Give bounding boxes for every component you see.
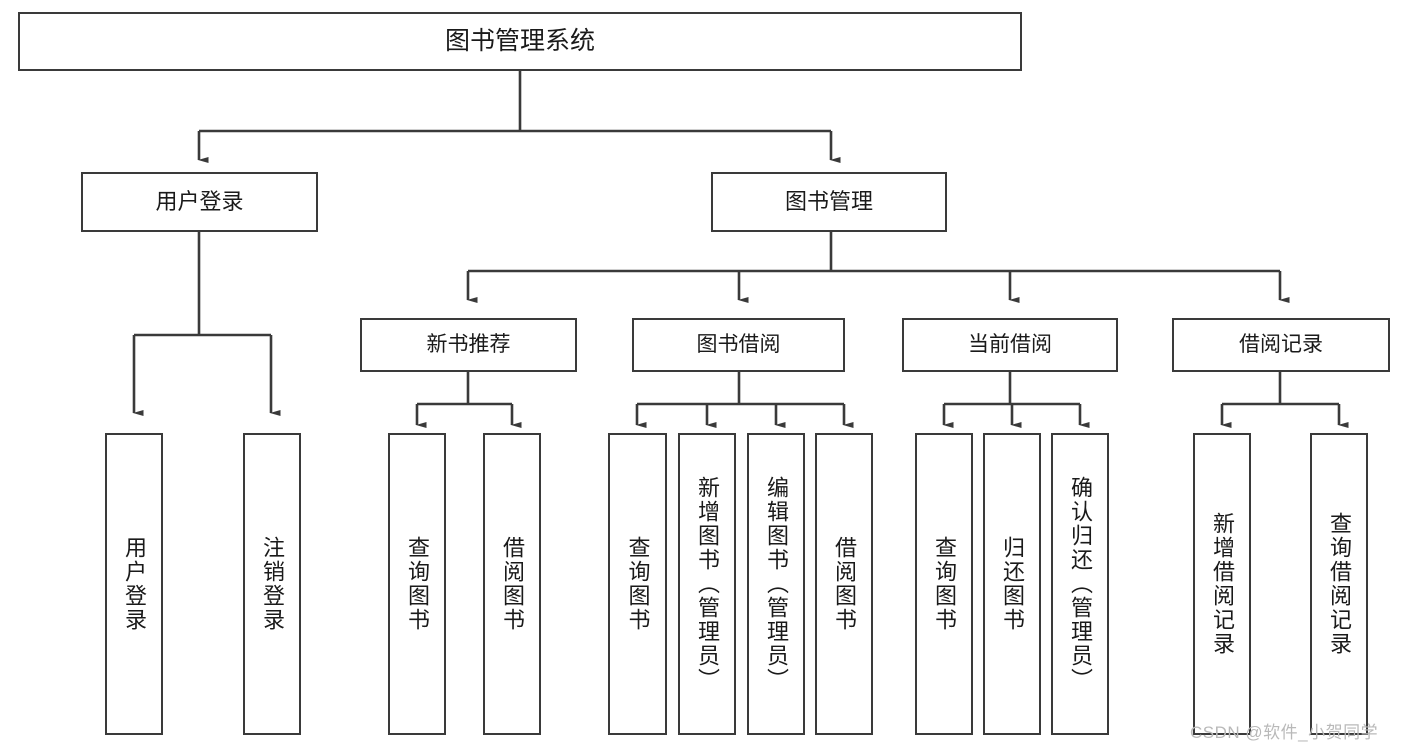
node-label: 当前借阅 bbox=[968, 332, 1052, 356]
node-label: 图书管理 bbox=[784, 189, 873, 215]
node-new-book-recommend[interactable]: 新书推荐 bbox=[360, 318, 577, 372]
node-label: 查询借阅记录 bbox=[1327, 512, 1352, 656]
watermark: CSDN @软件_小贺同学 bbox=[1190, 723, 1379, 742]
leaf-new-book-borrow-book[interactable]: 借阅图书 bbox=[483, 433, 541, 735]
node-label: 归还图书 bbox=[1000, 536, 1025, 632]
node-label: 确认归还（管理员） bbox=[1068, 476, 1093, 692]
leaf-current-borrow-return-book[interactable]: 归还图书 bbox=[983, 433, 1041, 735]
node-book-borrow[interactable]: 图书借阅 bbox=[632, 318, 845, 372]
node-label: 图书管理系统 bbox=[444, 26, 595, 55]
node-borrow-records[interactable]: 借阅记录 bbox=[1172, 318, 1390, 372]
leaf-current-borrow-query-book[interactable]: 查询图书 bbox=[915, 433, 973, 735]
node-label: 新书推荐 bbox=[426, 332, 511, 356]
node-label: 用户登录 bbox=[155, 189, 244, 215]
node-label: 查询图书 bbox=[405, 536, 430, 632]
node-label: 查询图书 bbox=[625, 536, 651, 632]
leaf-borrow-records-add-record[interactable]: 新增借阅记录 bbox=[1193, 433, 1251, 735]
leaf-book-borrow-query-book[interactable]: 查询图书 bbox=[608, 433, 667, 735]
node-label: 借阅图书 bbox=[832, 536, 857, 632]
node-current-borrow[interactable]: 当前借阅 bbox=[902, 318, 1118, 372]
node-label: 编辑图书（管理员） bbox=[764, 476, 789, 692]
node-label: 查询图书 bbox=[932, 536, 957, 632]
node-label: 新增图书（管理员） bbox=[695, 476, 720, 692]
node-label: 借阅记录 bbox=[1239, 332, 1323, 356]
node-label: 用户登录 bbox=[122, 536, 147, 632]
leaf-book-borrow-edit-book-admin[interactable]: 编辑图书（管理员） bbox=[747, 433, 805, 735]
leaf-user-login-logout[interactable]: 注销登录 bbox=[243, 433, 301, 735]
leaf-borrow-records-query-record[interactable]: 查询借阅记录 bbox=[1310, 433, 1368, 735]
leaf-user-login-login[interactable]: 用户登录 bbox=[105, 433, 163, 735]
leaf-current-borrow-confirm-return-admin[interactable]: 确认归还（管理员） bbox=[1051, 433, 1109, 735]
leaf-book-borrow-borrow-book[interactable]: 借阅图书 bbox=[815, 433, 873, 735]
node-label: 借阅图书 bbox=[500, 536, 525, 632]
node-book-management[interactable]: 图书管理 bbox=[711, 172, 947, 232]
leaf-new-book-query-book[interactable]: 查询图书 bbox=[388, 433, 446, 735]
node-label: 新增借阅记录 bbox=[1210, 512, 1235, 656]
node-root-book-management-system[interactable]: 图书管理系统 bbox=[18, 12, 1022, 71]
leaf-book-borrow-add-book-admin[interactable]: 新增图书（管理员） bbox=[678, 433, 736, 735]
node-label: 图书借阅 bbox=[696, 332, 781, 356]
node-label: 注销登录 bbox=[260, 536, 285, 632]
node-user-login[interactable]: 用户登录 bbox=[81, 172, 318, 232]
